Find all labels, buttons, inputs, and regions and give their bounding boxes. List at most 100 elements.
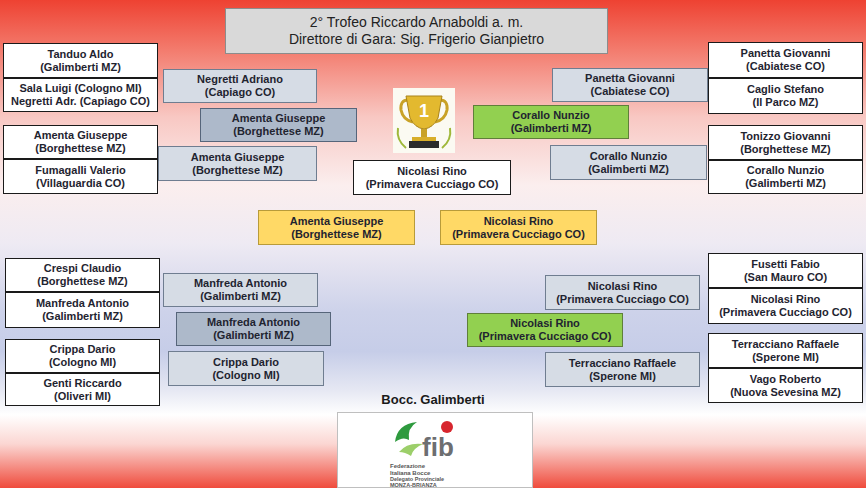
club-name: (Primavera Cucciago CO)	[556, 293, 689, 306]
trophy-icon	[393, 88, 455, 153]
logo-swirl	[399, 444, 423, 456]
club-name: (Sperone MI)	[752, 351, 819, 364]
player-name: Amenta Giuseppe	[232, 112, 326, 125]
player-name: Panetta Giovanni	[741, 47, 831, 60]
player-box: Fusetti Fabio(San Mauro CO)	[708, 253, 863, 288]
player-box: Crippa Dario(Cologno MI)	[5, 339, 160, 373]
club-name: (Cologno MI)	[49, 356, 116, 369]
club-name: (Sperone MI)	[589, 370, 656, 383]
club-name: (Primavera Cucciago CO)	[452, 228, 585, 241]
player-box: Sala Luigi (Cologno MI)Negretti Adr. (Ca…	[3, 78, 158, 112]
club-name: (Galimberti MZ)	[40, 61, 121, 74]
trophy-base	[412, 137, 436, 141]
player-name: Fumagalli Valerio	[35, 164, 125, 177]
player-name: Nicolasi Rino	[510, 317, 580, 330]
player-box: Nicolasi Rino(Primavera Cucciago CO)	[467, 313, 623, 347]
player-name: Corallo Nunzio	[747, 164, 825, 177]
player-name: Manfreda Antonio	[207, 316, 300, 329]
club-name: (Galimberti MZ)	[511, 122, 592, 135]
trophy-ground	[393, 88, 455, 153]
club-name: (San Mauro CO)	[744, 271, 827, 284]
player-name: Nicolasi Rino	[588, 280, 658, 293]
club-name: (Cabiatese CO)	[591, 85, 670, 98]
player-name: Terracciano Raffaele	[569, 357, 676, 370]
player-name: Genti Riccardo	[43, 377, 121, 390]
player-name: Sala Luigi (Cologno MI)	[19, 82, 141, 95]
club-name: (Capiago CO)	[205, 86, 275, 99]
club-name: (Primavera Cucciago CO)	[366, 178, 499, 191]
player-box: Amenta Giuseppe(Borghettese MZ)	[158, 146, 317, 181]
player-name: Negretti Adriano	[197, 73, 283, 86]
trophy-number: 1	[419, 101, 429, 122]
club-name: (Galimberti MZ)	[588, 163, 669, 176]
player-box: Amenta Giuseppe(Borghettese MZ)	[200, 108, 357, 142]
player-box: Panetta Giovanni(Cabiatese CO)	[708, 42, 863, 78]
player-box: Nicolasi Rino(Primavera Cucciago CO)	[353, 160, 511, 195]
player-name: Panetta Giovanni	[585, 72, 675, 85]
logo-box: fibFederazione Italiana BocceDelegato Pr…	[337, 412, 533, 488]
club-name: (Galimberti MZ)	[42, 310, 123, 323]
club-name: (Borghettese MZ)	[740, 143, 830, 156]
player-name: Amenta Giuseppe	[191, 151, 285, 164]
player-box: Nicolasi Rino(Primavera Cucciago CO)	[440, 210, 597, 245]
club-name: (Borghettese MZ)	[233, 125, 323, 138]
logo-text: fib	[422, 433, 454, 461]
club-name: (Cabiatese CO)	[746, 60, 825, 73]
player-name: Fusetti Fabio	[751, 258, 819, 271]
player-box: Manfreda Antonio(Galimberti MZ)	[5, 292, 160, 328]
player-box: Tanduo Aldo(Galimberti MZ)	[3, 43, 158, 78]
player-box: Vago Roberto(Nuova Sevesina MZ)	[708, 368, 863, 403]
logo-text: Delegato Provinciale MONZA-BRIANZA	[390, 476, 460, 488]
player-box: Amenta Giuseppe(Borghettese MZ)	[3, 125, 158, 159]
player-box: Crespi Claudio(Borghettese MZ)	[5, 258, 160, 292]
player-box: Caglio Stefano(Il Parco MZ)	[708, 78, 863, 114]
player-box: Corallo Nunzio(Galimberti MZ)	[708, 160, 863, 194]
player-box: Negretti Adriano(Capiago CO)	[163, 69, 317, 103]
trophy-cup	[406, 96, 442, 129]
player-box: Nicolasi Rino(Primavera Cucciago CO)	[708, 288, 863, 324]
club-name: (Borghettese MZ)	[291, 228, 381, 241]
laurel	[398, 128, 406, 148]
logo-ball	[441, 421, 453, 433]
player-box: Crippa Dario(Cologno MI)	[168, 351, 324, 386]
player-box: Corallo Nunzio(Galimberti MZ)	[550, 145, 707, 180]
player-name: Amenta Giuseppe	[290, 215, 384, 228]
player-name: Caglio Stefano	[747, 83, 824, 96]
player-box: Nicolasi Rino(Primavera Cucciago CO)	[545, 275, 700, 310]
club-name: (Galimberti MZ)	[745, 177, 826, 190]
player-name: Amenta Giuseppe	[34, 129, 128, 142]
club-name: (Galimberti MZ)	[213, 329, 294, 342]
club-name: (Oliveri MI)	[54, 390, 111, 403]
player-box: Terracciano Raffaele(Sperone MI)	[708, 333, 863, 368]
player-name: Corallo Nunzio	[590, 150, 668, 163]
club-name: (Primavera Cucciago CO)	[719, 306, 852, 319]
logo-swirl	[395, 422, 417, 442]
player-name: Crippa Dario	[49, 343, 115, 356]
venue-label: Bocc. Galimberti	[381, 392, 484, 407]
player-name: Tonizzo Giovanni	[740, 130, 830, 143]
player-name: Nicolasi Rino	[484, 215, 554, 228]
trophy-plinth	[409, 141, 439, 148]
player-name: Nicolasi Rino	[397, 165, 467, 178]
club-name: Negretti Adr. (Capiago CO)	[11, 95, 150, 108]
logo-text: Federazione Italiana Bocce	[390, 463, 436, 477]
laurel	[442, 128, 450, 148]
player-name: Manfreda Antonio	[194, 277, 287, 290]
player-name: Manfreda Antonio	[36, 297, 129, 310]
player-name: Nicolasi Rino	[751, 293, 821, 306]
player-name: 2° Trofeo Riccardo Arnaboldi a. m.	[310, 14, 523, 31]
club-name: (Nuova Sevesina MZ)	[730, 386, 841, 399]
player-box: Tonizzo Giovanni(Borghettese MZ)	[708, 125, 863, 160]
club-name: Direttore di Gara: Sig. Frigerio Gianpie…	[289, 31, 544, 48]
player-box: Manfreda Antonio(Galimberti MZ)	[163, 273, 318, 307]
club-name: (Primavera Cucciago CO)	[479, 330, 612, 343]
club-name: (Il Parco MZ)	[752, 96, 818, 109]
club-name: (Borghettese MZ)	[192, 164, 282, 177]
player-box: Panetta Giovanni(Cabiatese CO)	[552, 68, 708, 102]
club-name: (Galimberti MZ)	[200, 290, 281, 303]
trophy-stem	[421, 129, 427, 137]
player-name: Crippa Dario	[213, 356, 279, 369]
player-name: Tanduo Aldo	[48, 48, 114, 61]
player-box: Amenta Giuseppe(Borghettese MZ)	[258, 210, 415, 245]
player-box: Terracciano Raffaele(Sperone MI)	[545, 352, 700, 387]
